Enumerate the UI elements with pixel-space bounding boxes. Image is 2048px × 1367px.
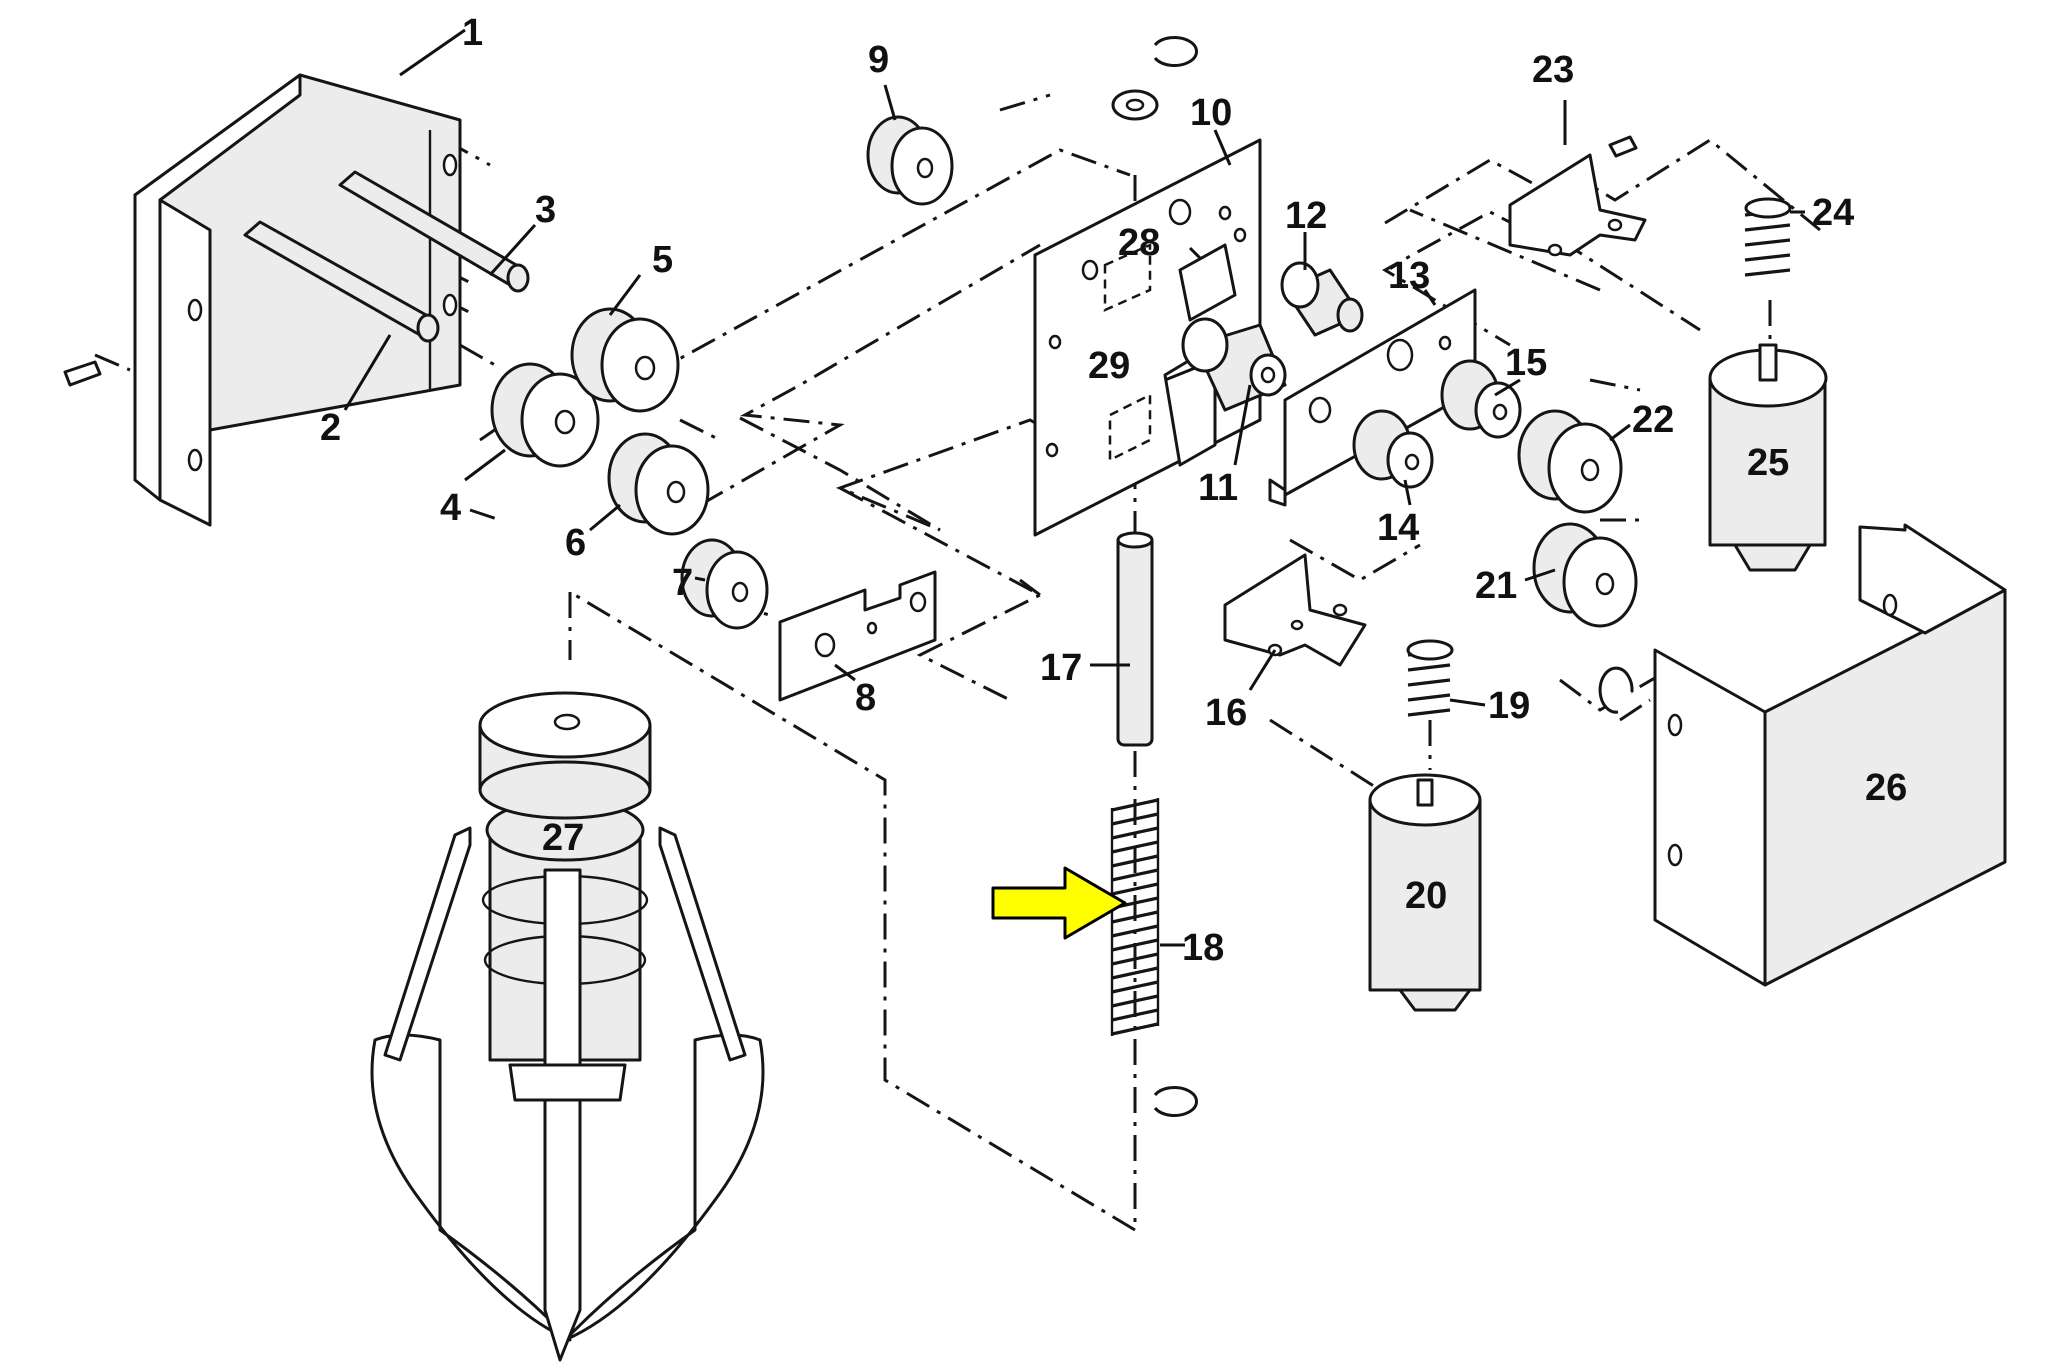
part-2-shaft bbox=[243, 220, 440, 343]
callout-28: 28 bbox=[1118, 222, 1160, 264]
callout-11: 11 bbox=[1198, 467, 1238, 509]
part-23-motor-bracket bbox=[1508, 135, 1647, 257]
callout-29: 29 bbox=[1088, 345, 1130, 387]
washer-top bbox=[1111, 89, 1159, 121]
part-18-spring bbox=[1110, 798, 1160, 1036]
clip-bottom bbox=[1153, 1086, 1198, 1117]
callout-9: 9 bbox=[868, 39, 889, 81]
callout-5: 5 bbox=[652, 239, 673, 281]
callout-24: 24 bbox=[1812, 192, 1854, 234]
callout-22: 22 bbox=[1632, 399, 1674, 441]
callout-19: 19 bbox=[1488, 685, 1530, 727]
part-27-claw bbox=[370, 691, 765, 1362]
part-25-motor bbox=[1708, 343, 1828, 572]
part-17-rod bbox=[1116, 531, 1154, 747]
callout-13: 13 bbox=[1388, 255, 1430, 297]
callout-8: 8 bbox=[855, 677, 876, 719]
part-3-shaft bbox=[338, 170, 530, 293]
part-19-spring bbox=[1406, 639, 1454, 717]
part-14-gear bbox=[1352, 409, 1434, 489]
callout-21: 21 bbox=[1475, 565, 1517, 607]
callout-labels: 1 2 3 4 5 6 7 8 9 10 11 12 13 14 15 16 1… bbox=[320, 12, 1907, 969]
part-21-pulley bbox=[1532, 522, 1638, 628]
part-7-pulley bbox=[680, 538, 769, 630]
part-15-gear bbox=[1440, 359, 1522, 439]
callout-26: 26 bbox=[1865, 767, 1907, 809]
part-22-pulley bbox=[1517, 409, 1623, 514]
clip-top bbox=[1153, 36, 1198, 67]
callout-7: 7 bbox=[672, 562, 693, 604]
part-20-motor bbox=[1368, 773, 1482, 1012]
clip-right bbox=[1598, 666, 1634, 714]
part-5-pulley bbox=[570, 307, 680, 413]
callout-16: 16 bbox=[1205, 692, 1247, 734]
callout-27: 27 bbox=[542, 817, 584, 859]
part-16-motor-bracket bbox=[1223, 553, 1367, 667]
part-28-link bbox=[1178, 243, 1237, 322]
callout-25: 25 bbox=[1747, 442, 1789, 484]
callout-6: 6 bbox=[565, 522, 586, 564]
part-9-pulley bbox=[866, 115, 954, 206]
callout-10: 10 bbox=[1190, 92, 1232, 134]
leader-lines bbox=[343, 28, 1805, 947]
callout-23: 23 bbox=[1532, 49, 1574, 91]
callout-1: 1 bbox=[462, 12, 483, 54]
highlight-arrow bbox=[991, 866, 1127, 940]
yellow-arrow-icon bbox=[991, 866, 1127, 940]
callout-20: 20 bbox=[1405, 875, 1447, 917]
callout-2: 2 bbox=[320, 407, 341, 449]
part-4-pulley bbox=[490, 362, 600, 468]
callout-14: 14 bbox=[1377, 507, 1419, 549]
part-8-plate bbox=[778, 570, 937, 702]
part-11-bushing bbox=[1181, 317, 1287, 412]
callout-17: 17 bbox=[1040, 647, 1082, 689]
part-24-spring bbox=[1744, 197, 1792, 277]
callout-3: 3 bbox=[535, 189, 556, 231]
callout-12: 12 bbox=[1285, 195, 1327, 237]
callout-15: 15 bbox=[1505, 342, 1547, 384]
part-6-pulley bbox=[607, 432, 710, 536]
callout-4: 4 bbox=[440, 487, 461, 529]
part-26-cover bbox=[1653, 523, 2007, 987]
callout-18: 18 bbox=[1182, 927, 1224, 969]
part-12-bushing bbox=[1280, 261, 1364, 337]
